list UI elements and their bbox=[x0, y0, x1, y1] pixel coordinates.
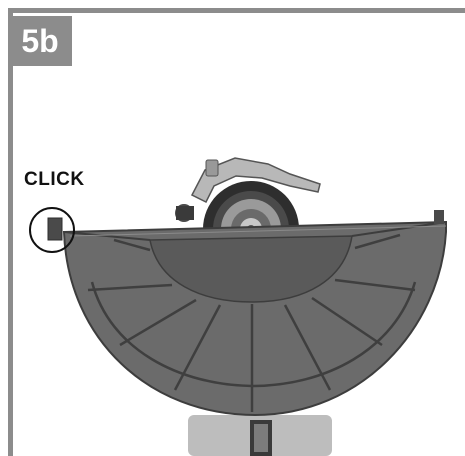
wheel-guard bbox=[47, 210, 447, 417]
step-number-badge: 5b bbox=[8, 16, 72, 66]
frame-border-left bbox=[8, 8, 13, 456]
grinder-body bbox=[188, 415, 332, 456]
guard-clamp-lever bbox=[175, 157, 321, 222]
click-callout-label: CLICK bbox=[24, 169, 85, 190]
click-highlight-circle-icon bbox=[29, 207, 75, 253]
frame-border-top bbox=[8, 8, 465, 13]
